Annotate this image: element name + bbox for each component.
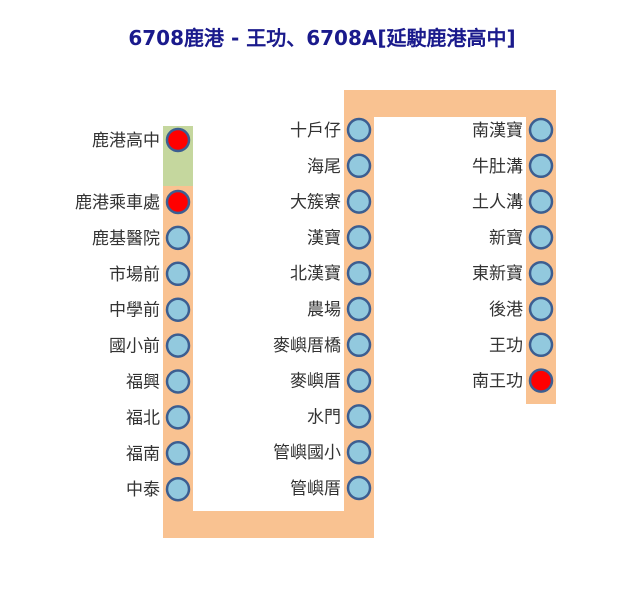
route-title: 6708鹿港 - 王功、6708A[延駛鹿港高中] [128,26,516,50]
stop-0-7: 福北 [126,405,191,430]
stop-marker [165,333,191,358]
stop-label: 福北 [126,408,160,428]
stop-2-7: 南王功 [472,368,554,393]
stop-0-9: 中泰 [126,476,191,502]
stop-label: 南漢寶 [472,120,523,141]
stop-0-5: 國小前 [109,333,191,358]
stop-marker [346,332,372,358]
stop-marker [346,475,372,501]
stop-label: 東新寶 [472,263,523,284]
stop-2-6: 王功 [489,332,554,358]
stop-marker [346,368,372,393]
terminal-stop-marker [165,127,191,153]
stop-label: 農場 [307,300,341,320]
stop-marker [528,296,554,322]
stop-0-8: 福南 [126,441,191,466]
stop-label: 鹿港高中 [92,131,160,151]
stop-label: 國小前 [109,337,160,357]
stop-label: 後港 [489,300,523,320]
stop-label: 漢寶 [307,227,341,248]
stop-marker [528,117,554,143]
stop-1-8: 水門 [307,404,372,429]
stop-label: 中學前 [109,301,160,321]
stop-marker [165,476,191,502]
stop-1-7: 麥嶼厝 [290,368,372,393]
stop-marker [165,225,191,251]
stop-2-0: 南漢寶 [472,117,554,143]
stop-0-3: 市場前 [109,261,191,287]
stop-marker [165,405,191,430]
stop-1-3: 漢寶 [307,225,372,250]
stop-label: 水門 [307,407,341,427]
stop-0-0: 鹿港高中 [92,127,191,153]
stop-label: 十戶仔 [290,121,341,141]
stop-2-4: 東新寶 [472,260,554,286]
stop-marker [528,260,554,286]
stop-1-2: 大簇寮 [290,189,372,214]
stop-1-9: 管嶼國小 [273,439,372,465]
stop-marker [346,153,372,179]
stop-marker [165,441,191,466]
stop-marker [346,225,372,250]
stop-label: 牛肚溝 [472,157,523,177]
stop-label: 麥嶼厝橋 [273,336,341,356]
route-band-bottom [163,511,374,538]
stop-marker [346,439,372,465]
stop-label: 麥嶼厝 [290,372,341,392]
stop-marker [165,297,191,322]
stop-marker [165,261,191,287]
stop-1-1: 海尾 [307,153,372,179]
route-band-top [344,90,556,117]
stop-label: 市場前 [109,265,160,285]
stop-marker [346,404,372,429]
stop-1-6: 麥嶼厝橋 [273,332,372,358]
stop-0-6: 福興 [126,369,191,394]
stop-label: 福南 [126,444,160,464]
stop-label: 鹿基醫院 [92,229,160,249]
stop-label: 新寶 [489,227,523,248]
stop-2-1: 牛肚溝 [472,153,554,179]
stop-1-5: 農場 [307,296,372,322]
stop-label: 管嶼國小 [273,443,341,463]
stop-0-2: 鹿基醫院 [92,225,191,251]
stop-label: 中泰 [126,480,160,500]
stop-label: 福興 [126,373,160,393]
stop-1-0: 十戶仔 [290,117,372,143]
stop-marker [346,117,372,143]
terminal-stop-marker [165,189,191,215]
stop-1-4: 北漢寶 [290,260,372,286]
stop-marker [346,260,372,286]
stop-marker [346,189,372,214]
stop-marker [346,296,372,322]
stop-0-4: 中學前 [109,297,191,322]
stop-1-10: 管嶼厝 [290,475,372,501]
stop-label: 鹿港乘車處 [75,193,160,213]
stop-label: 王功 [489,336,523,356]
stop-2-3: 新寶 [489,225,554,250]
terminal-stop-marker [528,368,554,393]
stop-label: 南王功 [472,372,523,392]
stop-marker [528,189,554,214]
stop-2-2: 土人溝 [472,189,554,214]
stop-label: 管嶼厝 [290,479,341,499]
stop-0-1: 鹿港乘車處 [75,189,191,215]
stop-label: 土人溝 [472,193,523,213]
stop-label: 海尾 [307,157,341,177]
stop-marker [165,369,191,394]
stop-label: 北漢寶 [290,263,341,284]
stop-2-5: 後港 [489,296,554,322]
stop-marker [528,225,554,250]
stop-marker [528,332,554,358]
stop-label: 大簇寮 [290,193,341,213]
stop-marker [528,153,554,179]
